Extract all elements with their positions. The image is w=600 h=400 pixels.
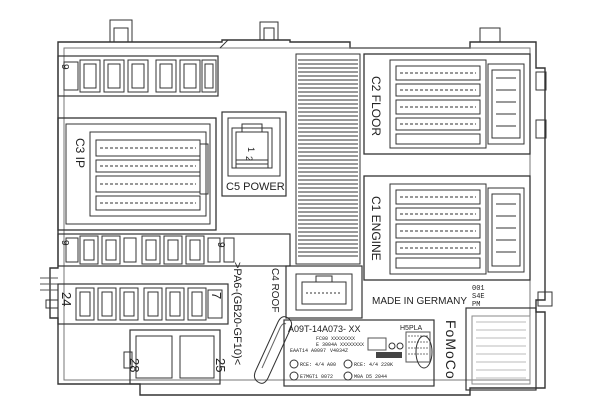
label-small-2: E 3004A XXXXXXXX: [316, 342, 364, 348]
connector-c2-floor: [363, 53, 531, 155]
connector-label-c1: C1 ENGINE: [369, 196, 383, 261]
connector-c4-roof: [285, 265, 363, 319]
fuse-row-top-left: [57, 55, 219, 97]
brand-marking: FoMoCo: [443, 320, 459, 380]
fuse-row-lower: [57, 283, 229, 325]
fuse-number-bottom-right: 25: [213, 358, 228, 372]
label-small-8: M0A D5 2044: [354, 374, 387, 380]
housing-outline: [40, 19, 553, 396]
label-small-1: FC00 XXXXXXXX: [316, 336, 355, 342]
label-code: H5PLA: [400, 325, 423, 332]
connector-label-c3: C3 IP: [73, 138, 87, 168]
connector-c5-power: [221, 111, 287, 197]
fuse-number-lower-left: 24: [59, 292, 74, 306]
connector-label-c2: C2 FLOOR: [369, 76, 383, 136]
label-small-5: RCE: 4/4 A00: [300, 362, 336, 368]
fuse-number-top-left: 9: [59, 64, 70, 70]
label-small-7: E7MGT1 0072: [300, 374, 333, 380]
part-number: A09T-14A073- XX: [288, 324, 361, 334]
connector-c3-ip: [57, 117, 217, 231]
c5-pin-1-label: 1: [246, 147, 256, 152]
connector-c1-engine: [363, 175, 531, 281]
corner-code-2: S4E: [472, 293, 485, 301]
fuse-number-bottom-left: 28: [127, 358, 142, 372]
connector-label-c4: C4 ROOF: [269, 268, 280, 312]
label-small-3: EAAT14 A0097: [290, 348, 326, 354]
relay-block-bottom: [123, 329, 221, 385]
oval-emblem: [415, 335, 433, 369]
connector-label-c5: C5 POWER: [226, 181, 285, 193]
label-small-4: V4034Z: [330, 348, 348, 354]
ribbed-heat-area: [295, 53, 361, 265]
fuse-number-mid-right: 9: [215, 242, 226, 248]
fuse-number-mid-left: 9: [59, 240, 70, 246]
fuse-row-middle: [57, 233, 291, 267]
origin-marking: MADE IN GERMANY: [372, 296, 467, 307]
label-small-6: RCE: 4/4 220K: [354, 362, 393, 368]
material-marking: >PA6-(GB20-GF10)<: [231, 262, 243, 365]
fuse-number-lower-right: 7: [209, 292, 224, 299]
c5-pin-2-label: 2: [244, 156, 254, 161]
corner-code-3: PM: [472, 301, 480, 309]
right-bracket: [465, 307, 537, 391]
corner-code-1: 001: [472, 285, 485, 293]
oval-slot: [253, 316, 293, 384]
